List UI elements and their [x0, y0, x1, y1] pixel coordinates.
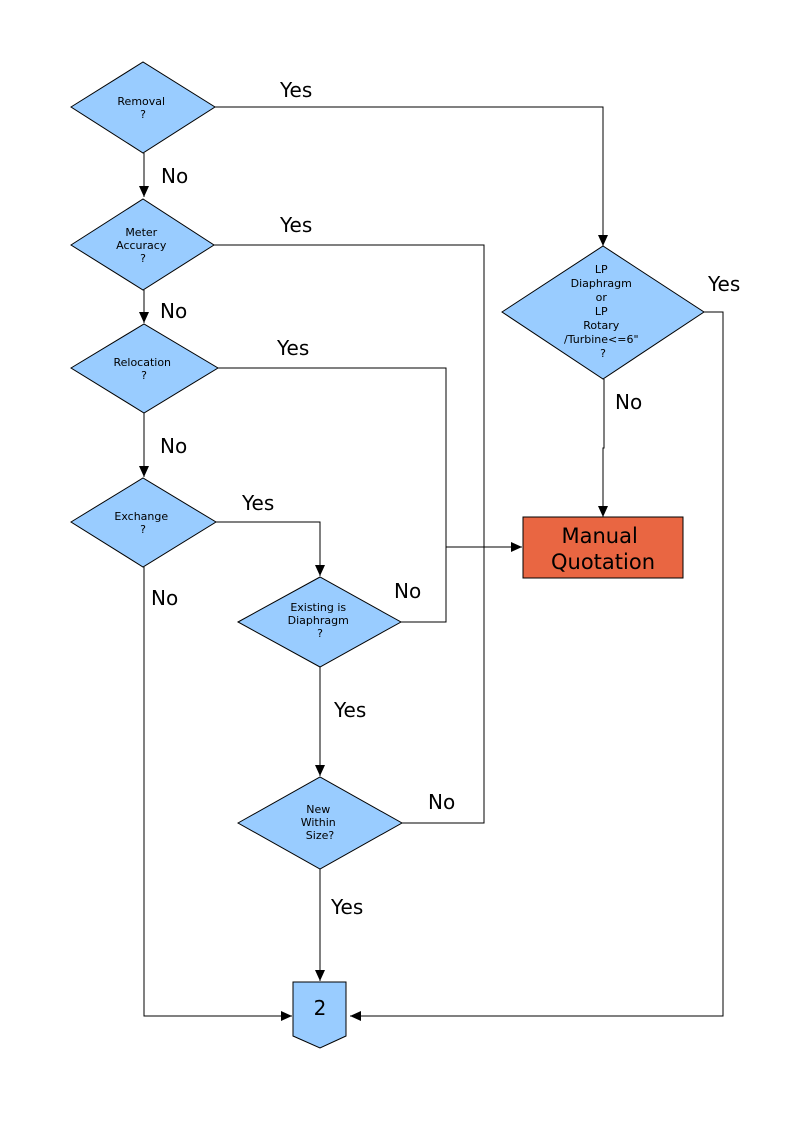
process-manual-quotation: Manual Quotation: [522, 516, 684, 579]
decision-new-within-size-label: New Within Size?: [301, 803, 340, 842]
edge-label-removal-no: No: [161, 164, 188, 188]
edge-relocation-yes: [218, 367, 447, 623]
edge-label-meter-no: No: [160, 299, 187, 323]
decision-existing-diaphragm-label: Existing is Diaphragm ?: [288, 601, 353, 640]
process-manual-quotation-label: Manual Quotation: [551, 524, 655, 574]
edge-label-existing-no: No: [394, 579, 421, 603]
edge-lp-yes: [350, 311, 724, 1021]
edge-removal-yes: [215, 106, 608, 246]
edge-label-exchange-yes: Yes: [241, 491, 274, 515]
edge-meter-yes: [214, 244, 485, 824]
decision-relocation-label: Relocation ?: [113, 356, 174, 382]
decision-relocation: Relocation ?: [70, 323, 219, 414]
edge-label-meter-yes: Yes: [279, 213, 312, 237]
edge-lp-no: [598, 379, 608, 517]
edge-label-exchange-no: No: [151, 586, 178, 610]
edges: [139, 106, 724, 1021]
decision-meter-accuracy: Meter Accuracy ?: [70, 198, 215, 291]
edge-label-existing-yes: Yes: [333, 698, 366, 722]
edge-exchange-yes: [216, 521, 325, 576]
decision-lp-check-label: LP Diaphragm or LP Rotary /Turbine<=6" ?: [564, 263, 642, 360]
edge-label-relocation-no: No: [160, 434, 187, 458]
edge-label-new-no: No: [428, 790, 455, 814]
decision-existing-diaphragm: Existing is Diaphragm ?: [236, 576, 403, 668]
edge-label-lp-no: No: [615, 390, 642, 414]
edge-labels: Yes No Yes No Yes No Yes No No Yes No Ye…: [151, 78, 740, 919]
decision-lp-check: LP Diaphragm or LP Rotary /Turbine<=6" ?: [501, 245, 705, 380]
decision-removal: Removal ?: [70, 61, 216, 154]
decision-exchange-label: Exchange ?: [114, 510, 171, 536]
decision-exchange: Exchange ?: [70, 477, 217, 568]
decision-meter-accuracy-label: Meter Accuracy ?: [116, 226, 170, 265]
decision-new-within-size: New Within Size?: [236, 776, 404, 870]
offpage-connector: 2: [292, 981, 347, 1049]
edge-label-lp-yes: Yes: [707, 272, 740, 296]
edge-exchange-no: [143, 567, 292, 1021]
decision-removal-label: Removal ?: [117, 95, 168, 121]
edge-label-removal-yes: Yes: [279, 78, 312, 102]
offpage-connector-label: 2: [314, 996, 327, 1020]
edge-label-new-yes: Yes: [330, 895, 363, 919]
edge-label-relocation-yes: Yes: [276, 336, 309, 360]
